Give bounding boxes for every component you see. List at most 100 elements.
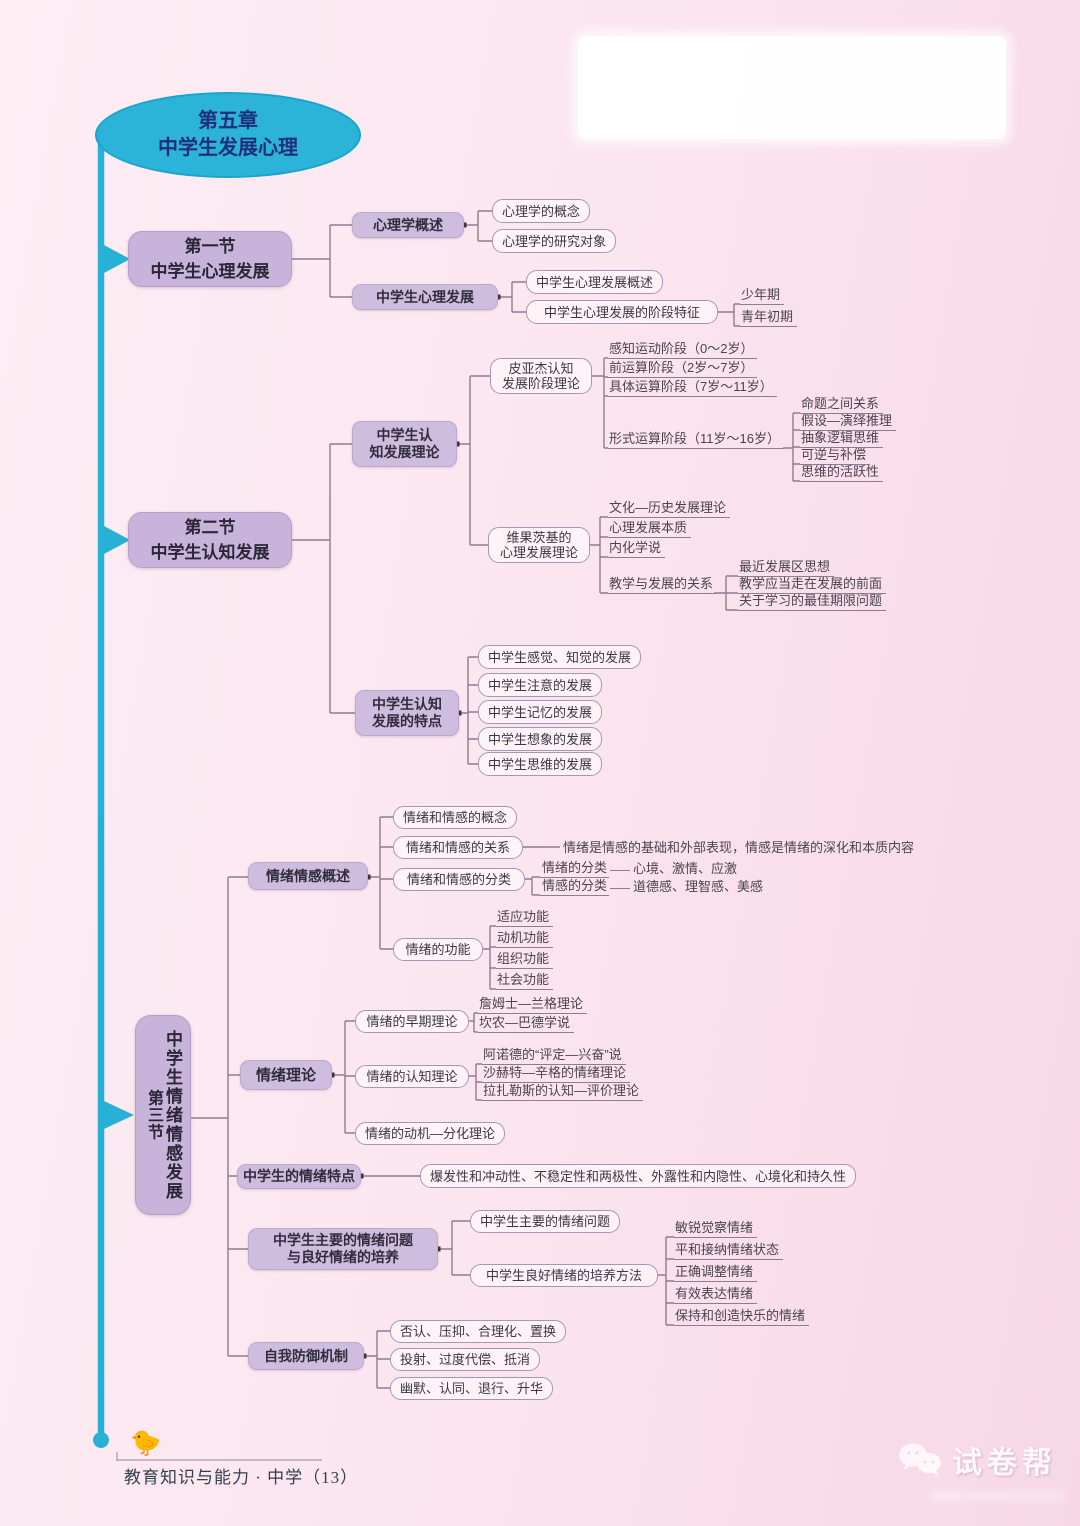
node-attention-dev: 中学生注意的发展 bbox=[478, 673, 603, 697]
node-psychology-object: 心理学的研究对象 bbox=[492, 229, 617, 253]
leaf-preoperational-stage: 前运算阶段（2岁～7岁） bbox=[608, 360, 758, 378]
node-vygotsky-theory: 维果茨基的 心理发展理论 bbox=[488, 527, 590, 563]
section2-title-line1: 第二节 bbox=[184, 518, 236, 537]
leaf-adjust-emotion: 正确调整情绪 bbox=[674, 1264, 758, 1282]
leaf-optimal-period: 关于学习的最佳期限问题 bbox=[738, 593, 887, 611]
node-label: 中学生感觉、知觉的发展 bbox=[488, 649, 632, 665]
node-imagination-dev: 中学生想象的发展 bbox=[478, 727, 603, 751]
node-label: 与良好情绪的培养 bbox=[287, 1249, 399, 1265]
node-label: 中学生记忆的发展 bbox=[488, 704, 593, 720]
leaf-accept-emotion: 平和接纳情绪状态 bbox=[674, 1242, 784, 1260]
node-emotion-traits: 中学生的情绪特点 bbox=[237, 1164, 361, 1189]
leaf-sensorimotor-stage: 感知运动阶段（0～2岁） bbox=[608, 341, 758, 359]
node-emotion-problems: 中学生主要的情绪问题 与良好情绪的培养 bbox=[248, 1228, 438, 1270]
node-label: 心理学概述 bbox=[373, 216, 443, 233]
node-label: 发展的特点 bbox=[372, 713, 442, 729]
dash-connector bbox=[610, 870, 631, 871]
node-label: 中学生的情绪特点 bbox=[243, 1168, 355, 1184]
node-label: 情绪理论 bbox=[255, 1066, 316, 1084]
node-emotion-relation: 情绪和情感的关系 bbox=[393, 836, 523, 859]
leaf-perceive-emotion: 敏锐觉察情绪 bbox=[674, 1220, 758, 1238]
watermark-subline bbox=[930, 1490, 1065, 1502]
section3-title-main: 中学生情绪情感发展 bbox=[163, 1030, 182, 1201]
node-student-psych-dev: 中学生心理发展 bbox=[352, 284, 498, 310]
leaf-motivation-function: 动机功能 bbox=[496, 930, 554, 948]
leaf-formal-operational-stage: 形式运算阶段（11岁～16岁） bbox=[608, 431, 784, 449]
leaf-propositional-relations: 命题之间关系 bbox=[800, 396, 884, 414]
node-main-emotion-problems: 中学生主要的情绪问题 bbox=[470, 1210, 621, 1233]
node-defense-mechanism: 自我防御机制 bbox=[248, 1342, 364, 1370]
node-label: 心理发展理论 bbox=[499, 545, 578, 560]
leaf-james-lange: 詹姆士—兰格理论 bbox=[478, 996, 588, 1014]
node-label: 心理学的研究对象 bbox=[502, 233, 607, 249]
leaf-schachter-singer: 沙赫特—辛格的情绪理论 bbox=[482, 1065, 631, 1083]
section1-node: 第一节 中学生心理发展 bbox=[128, 231, 292, 287]
node-defense-group3: 幽默、认同、退行、升华 bbox=[390, 1377, 554, 1400]
node-label: 中学生心理发展 bbox=[376, 288, 474, 305]
chat-bubbles-icon bbox=[899, 1443, 941, 1476]
node-cognitive-dev-theory: 中学生认 知发展理论 bbox=[352, 421, 457, 467]
node-defense-group2: 投射、过度代偿、抵消 bbox=[390, 1348, 541, 1371]
node-label: 情绪情感概述 bbox=[266, 867, 350, 884]
node-label: 投射、过度代偿、抵消 bbox=[400, 1352, 531, 1367]
junction-dots bbox=[329, 222, 501, 1359]
leaf-cannon-bard: 坎农—巴德学说 bbox=[478, 1015, 575, 1033]
node-label: 中学生注意的发展 bbox=[488, 677, 593, 693]
leaf-express-emotion: 有效表达情绪 bbox=[674, 1286, 758, 1304]
pair-value: 道德感、理智感、美感 bbox=[633, 879, 764, 894]
leaf-reversibility: 可逆与补偿 bbox=[800, 447, 871, 465]
leaf-organize-function: 组织功能 bbox=[496, 951, 554, 969]
node-psychology-overview: 心理学概述 bbox=[352, 212, 464, 238]
node-emotion-classify: 情绪和情感的分类 bbox=[393, 868, 525, 891]
node-label: 情绪和情感的概念 bbox=[403, 810, 508, 825]
node-label: 自我防御机制 bbox=[264, 1347, 348, 1364]
node-label: 发展阶段理论 bbox=[501, 376, 580, 391]
node-defense-group1: 否认、压抑、合理化、置换 bbox=[390, 1320, 567, 1343]
node-label: 否认、压抑、合理化、置换 bbox=[400, 1324, 557, 1339]
leaf-early-youth: 青年初期 bbox=[740, 309, 798, 327]
pair-label: 情感的分类 bbox=[540, 878, 610, 896]
leaf-teaching-ahead: 教学应当走在发展的前面 bbox=[738, 576, 887, 594]
node-emotion-overview: 情绪情感概述 bbox=[248, 862, 368, 890]
leaf-internalization: 内化学说 bbox=[608, 540, 666, 558]
node-emotion-concept: 情绪和情感的概念 bbox=[393, 806, 518, 829]
node-emotion-theory: 情绪理论 bbox=[240, 1060, 332, 1090]
node-label: 情绪的功能 bbox=[405, 942, 471, 957]
node-sensation-perception-dev: 中学生感觉、知觉的发展 bbox=[478, 645, 642, 669]
leaf-teen-period: 少年期 bbox=[740, 287, 785, 305]
pair-value: 心境、激情、应激 bbox=[633, 861, 738, 876]
leaf-social-function: 社会功能 bbox=[496, 972, 554, 990]
leaf-arnold-theory: 阿诺德的“评定—兴奋”说 bbox=[482, 1047, 626, 1065]
node-cultivate-methods: 中学生良好情绪的培养方法 bbox=[470, 1264, 658, 1287]
section3-node: 中学生情绪情感发展 第三节 bbox=[135, 1015, 191, 1215]
node-motivation-differentiation: 情绪的动机—分化理论 bbox=[355, 1122, 506, 1145]
leaf-zpd: 最近发展区思想 bbox=[738, 559, 835, 577]
section1-title-line1: 第一节 bbox=[184, 237, 236, 256]
leaf-hypothetical-deduction: 假设—演绎推理 bbox=[800, 413, 897, 431]
node-label: 中学生良好情绪的培养方法 bbox=[485, 1268, 642, 1283]
note-emotion-relation: 情绪是情感的基础和外部表现，情感是情绪的深化和本质内容 bbox=[563, 840, 915, 855]
chapter-node: 第五章 中学生发展心理 bbox=[95, 92, 361, 178]
node-label: 维果茨基的 bbox=[506, 530, 572, 545]
section1-title-line2: 中学生心理发展 bbox=[150, 262, 270, 281]
pair-feeling-types: 情感的分类 道德感、理智感、美感 bbox=[540, 878, 765, 896]
node-label: 皮亚杰认知 bbox=[508, 361, 574, 376]
footer-rule bbox=[116, 1452, 322, 1461]
section2-node: 第二节 中学生认知发展 bbox=[128, 512, 292, 568]
node-label: 中学生认 bbox=[376, 427, 433, 443]
node-psych-dev-stages: 中学生心理发展的阶段特征 bbox=[526, 300, 718, 324]
node-psychology-concept: 心理学的概念 bbox=[492, 199, 591, 223]
watermark: 试卷帮 bbox=[898, 1438, 1057, 1482]
node-emotion-function: 情绪的功能 bbox=[393, 938, 483, 961]
node-cognitive-theory: 情绪的认知理论 bbox=[355, 1065, 469, 1088]
node-label: 中学生心理发展的阶段特征 bbox=[543, 304, 700, 320]
node-label: 中学生主要的情绪问题 bbox=[273, 1232, 413, 1248]
node-label: 中学生思维的发展 bbox=[488, 756, 593, 772]
leaf-adapt-function: 适应功能 bbox=[496, 909, 554, 927]
branch-connectors bbox=[191, 210, 800, 1389]
leaf-abstract-logic: 抽象逻辑思维 bbox=[800, 430, 884, 448]
node-piaget-theory: 皮亚杰认知 发展阶段理论 bbox=[490, 358, 592, 394]
section2-arrow-icon bbox=[104, 526, 130, 554]
leaf-psych-dev-essence: 心理发展本质 bbox=[608, 520, 692, 538]
